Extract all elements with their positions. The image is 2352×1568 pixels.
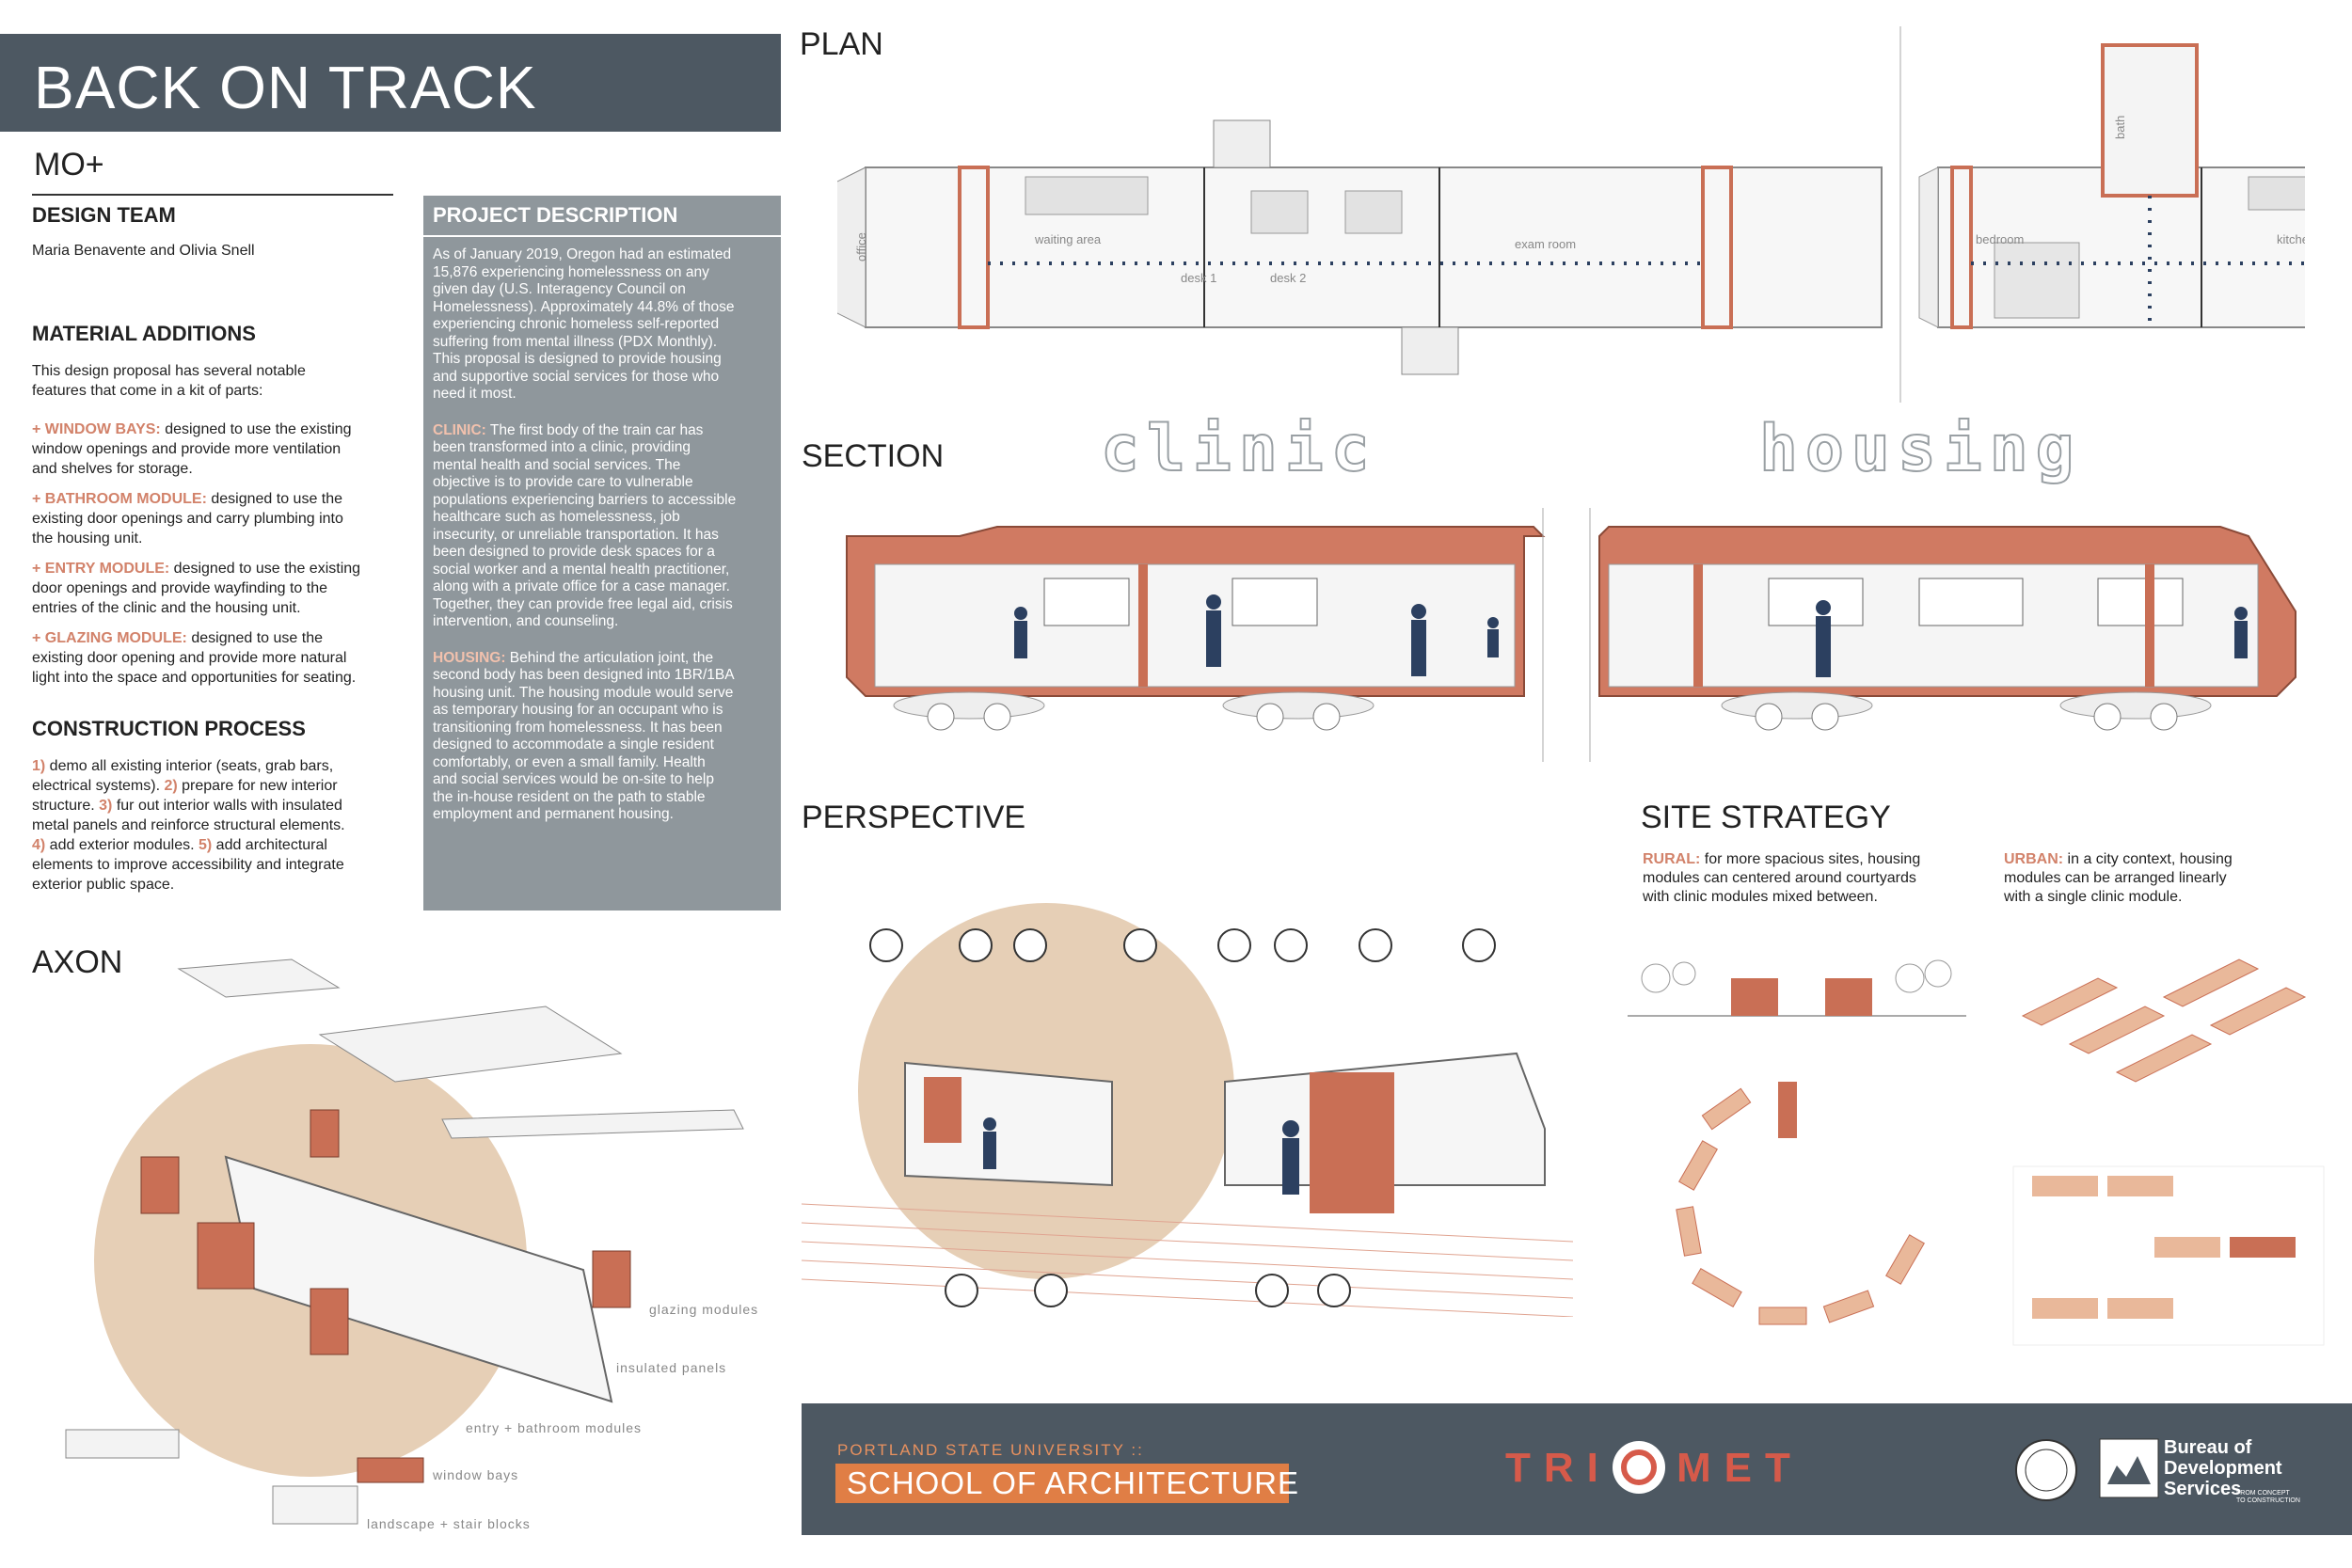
clinic-description: CLINIC: The first body of the train car … [433,421,737,630]
plan-heading: PLAN [800,26,883,62]
city-seal-icon [2015,1439,2077,1501]
design-team-members: Maria Benavente and Olivia Snell [32,243,255,259]
plan-label-exam: exam room [1515,237,1576,251]
material-additions-heading: MATERIAL ADDITIONS [32,322,256,345]
construction-heading: CONSTRUCTION PROCESS [32,717,306,740]
bds-tagline: FROM CONCEPT TO CONSTRUCTION [2236,1490,2300,1504]
bds-logo-icon [2099,1438,2159,1498]
plan-label-waiting: waiting area [1034,232,1102,246]
design-team-heading: DESIGN TEAM [32,203,176,227]
perspective-heading: PERSPECTIVE [802,800,1026,835]
construction-steps: 1) demo all existing interior (seats, gr… [32,758,345,893]
entry-module-text: + ENTRY MODULE: designed to use the exis… [32,561,361,616]
site-strategy-heading: SITE STRATEGY [1641,800,1891,835]
page-title: BACK ON TRACK [34,54,537,121]
axon-label-glazing: glazing modules [649,1302,759,1317]
site-strategy-diagrams [1628,958,2325,1346]
psu-name: PORTLAND STATE UNIVERSITY :: [837,1441,1144,1459]
project-intro: As of January 2019, Oregon had an estima… [433,246,735,402]
axon-label-entry: entry + bathroom modules [466,1420,643,1435]
section-heading: SECTION [802,438,945,474]
divider [32,194,393,196]
clinic-word: clinic [1100,411,1377,487]
axon-label-window: window bays [433,1467,519,1482]
housing-description: HOUSING: Behind the articulation joint, … [433,649,735,823]
axon-label-landscape: landscape + stair blocks [367,1516,531,1531]
trimet-logo-right: MET [1677,1445,1804,1491]
material-additions-intro: This design proposal has several notable… [32,363,306,399]
rural-text: RURAL: for more spacious sites, housing … [1643,851,1921,905]
project-name: MO+ [34,147,104,182]
plan-label-kitchen: kitchen [2277,232,2305,246]
axon-drawing [65,958,744,1525]
plan-label-bedroom: bedroom [1976,232,2024,246]
project-description-heading: PROJECT DESCRIPTION [423,196,781,237]
trimet-logo-icon [1613,1441,1665,1494]
perspective-drawing [802,903,1573,1317]
section-drawing [846,508,2296,762]
school-of-architecture: SCHOOL OF ARCHITECTURE [847,1465,1299,1500]
urban-text: URBAN: in a city context, housing module… [2004,851,2233,905]
project-description-panel: PROJECT DESCRIPTION As of January 2019, … [423,196,781,911]
axon-label-insulated: insulated panels [616,1360,727,1375]
trimet-logo-left: TRI [1505,1445,1612,1491]
bds-name: Bureau of Development Services [2164,1437,2282,1499]
plan-label-office: office [854,232,868,261]
title-bar [0,34,781,132]
plan-label-desk2: desk 2 [1270,271,1306,285]
psu-logo-box [835,1464,1289,1503]
plan-drawing: office waiting area desk 1 desk 2 exam r… [837,26,2305,403]
housing-word: housing [1758,411,2082,487]
glazing-module-text: + GLAZING MODULE: designed to use the ex… [32,630,357,686]
axon-heading: AXON [32,944,123,980]
window-bays-text: + WINDOW BAYS: designed to use the exist… [32,421,352,477]
plan-label-desk1: desk 1 [1181,271,1216,285]
plan-label-bath: bath [2113,116,2127,139]
bathroom-module-text: + BATHROOM MODULE: designed to use the e… [32,491,343,546]
